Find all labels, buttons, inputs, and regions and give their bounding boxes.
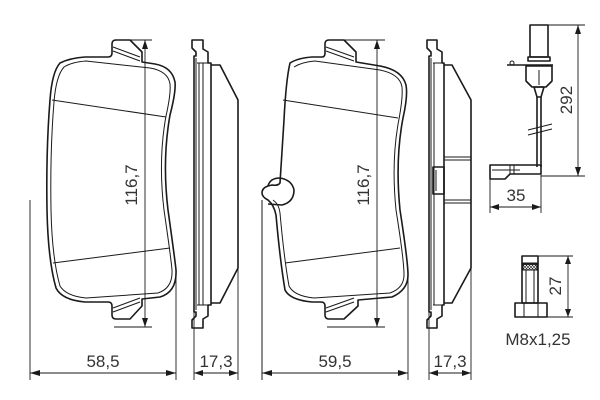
left-pad-height-dimension: 116,7: [114, 39, 152, 328]
right-pad-thickness-label: 17,3: [433, 352, 466, 371]
right-pad-side-view: [426, 39, 472, 329]
bolt: [514, 255, 548, 318]
bolt-length-dimension: 27: [538, 255, 573, 318]
bolt-length-label: 27: [546, 277, 565, 296]
left-pad-side-view: [191, 39, 239, 329]
bolt-thread-label: M8x1,25: [505, 330, 570, 349]
left-pad-height-label: 116,7: [122, 164, 141, 205]
wear-sensor-width-dimension: 35: [489, 174, 542, 213]
right-pad-width-dimension: 59,5: [262, 275, 409, 380]
wear-sensor: [489, 24, 553, 180]
right-pad-height-dimension: 116,7: [327, 39, 385, 328]
wear-sensor-length-label: 292: [557, 86, 576, 114]
left-pad-front-view: [46, 39, 177, 320]
wear-sensor-length-dimension: 292: [541, 24, 585, 177]
right-pad-front-view: [261, 39, 409, 380]
left-pad-thickness-label: 17,3: [199, 352, 232, 371]
left-pad-thickness-dimension: 17,3: [193, 268, 239, 380]
right-pad-width-label: 59,5: [318, 352, 351, 371]
right-pad-height-label: 116,7: [354, 164, 373, 205]
right-pad-thickness-dimension: 17,3: [428, 268, 472, 380]
left-pad-width-label: 58,5: [86, 352, 119, 371]
wear-sensor-width-label: 35: [507, 186, 526, 205]
left-pad-width-dimension: 58,5: [29, 200, 177, 380]
